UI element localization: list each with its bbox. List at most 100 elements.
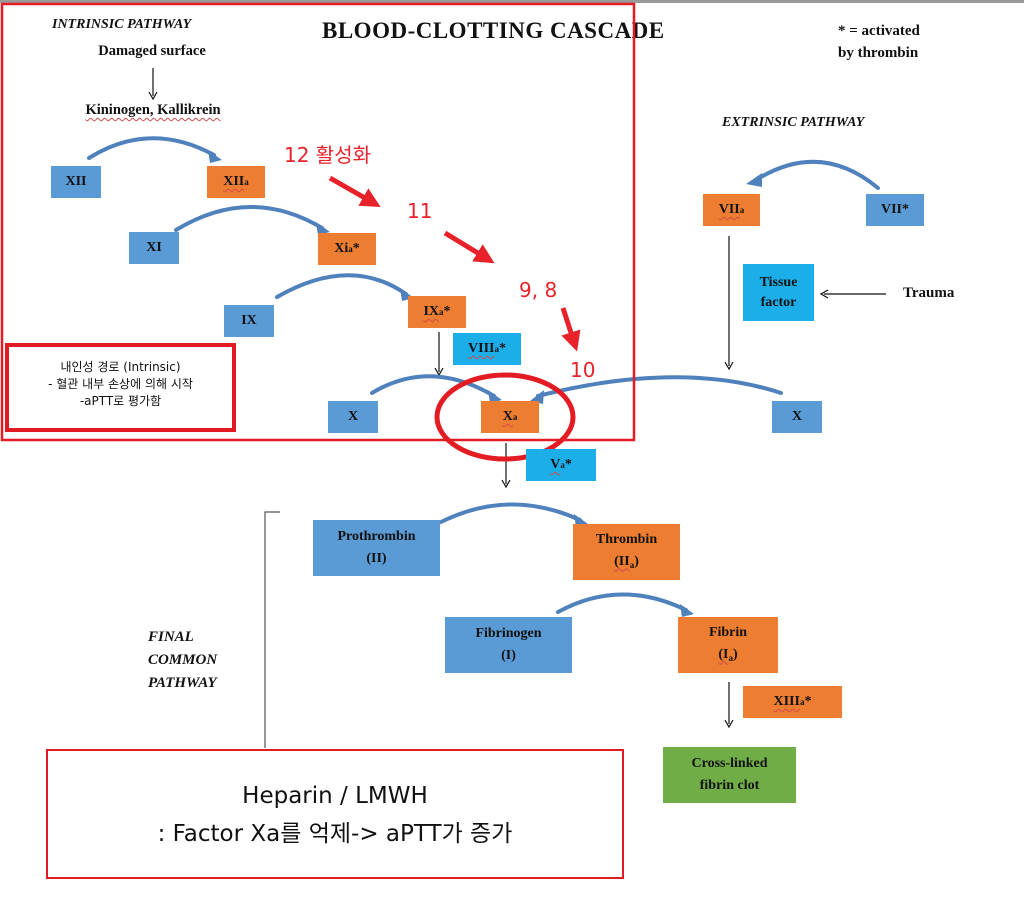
factor-ix-label: IX bbox=[241, 313, 257, 328]
factor-ixa-label: IX bbox=[423, 304, 440, 319]
clot-line-2: fibrin clot bbox=[699, 778, 760, 793]
factor-xii-box: XII bbox=[51, 166, 101, 198]
factor-ix-box: IX bbox=[224, 305, 274, 337]
subscript: a bbox=[799, 697, 805, 707]
note-line-3: -aPTT로 평가함 bbox=[79, 394, 162, 408]
curve-fibrinogen-to-fibrin bbox=[556, 592, 688, 614]
subscript: a bbox=[629, 559, 635, 570]
extrinsic-pathway-header: EXTRINSIC PATHWAY bbox=[722, 115, 865, 130]
kininogen-kallikrein-label: Kininogen, Kallikrein bbox=[85, 102, 221, 118]
factor-x-intrinsic-box: X bbox=[328, 401, 378, 433]
thrombin-code-main: (II bbox=[614, 553, 630, 569]
arrowhead-trauma bbox=[819, 289, 829, 299]
factor-viia-label: VII bbox=[718, 202, 740, 217]
subscript: a bbox=[439, 307, 444, 317]
factor-x-label: X bbox=[791, 409, 803, 424]
common-pathway-bracket bbox=[264, 511, 280, 748]
fibrinogen-code: (I) bbox=[501, 648, 516, 663]
trauma-label: Trauma bbox=[903, 285, 955, 301]
heparin-line-1: Heparin / LMWH bbox=[242, 783, 428, 809]
subscript: a bbox=[560, 460, 565, 470]
arrowhead-fibrin bbox=[724, 719, 734, 729]
header-line-1: FINAL bbox=[148, 629, 194, 645]
curve-vii-to-viia bbox=[754, 159, 880, 190]
curve-head-xiia bbox=[208, 150, 222, 163]
factor-va-label: V bbox=[550, 457, 561, 472]
prothrombin-box: Prothrombin (II) bbox=[313, 520, 440, 576]
tissue-factor-line-2: factor bbox=[760, 294, 797, 310]
factor-x-extrinsic-box: X bbox=[772, 401, 822, 433]
legend-line-2: by thrombin bbox=[838, 45, 919, 61]
curve-xii-to-xiia bbox=[87, 136, 216, 160]
red-arrow-12-to-11 bbox=[328, 175, 381, 207]
tissue-factor-line-1: Tissue bbox=[759, 274, 798, 290]
fibrin-label: Fibrin bbox=[708, 624, 748, 640]
paren: ) bbox=[732, 646, 738, 662]
red-arrow-98-to-10 bbox=[560, 307, 581, 352]
step-10-annotation: 10 bbox=[570, 358, 596, 382]
curve-head-viia bbox=[746, 173, 762, 187]
curve-head-xa-left bbox=[488, 390, 502, 403]
thrombin-label: Thrombin bbox=[595, 531, 658, 547]
factor-xiia-label: XII bbox=[223, 174, 245, 189]
heparin-note-box: Heparin / LMWH : Factor Xa를 억제-> aPTT가 증… bbox=[46, 749, 624, 879]
damaged-surface-label: Damaged surface bbox=[98, 43, 206, 59]
prothrombin-label: Prothrombin bbox=[337, 529, 416, 544]
curve-xi-to-xia bbox=[174, 205, 324, 232]
paren: ) bbox=[634, 553, 639, 569]
curve-x-to-xa-intrinsic bbox=[370, 374, 496, 398]
thrombin-box: Thrombin (IIa) bbox=[573, 524, 680, 580]
tissue-factor-box: Tissue factor bbox=[743, 264, 814, 321]
subscript: a bbox=[512, 412, 518, 422]
thrombin-star: * bbox=[498, 341, 506, 356]
factor-xia-label: Xi bbox=[334, 241, 349, 256]
subscript: a bbox=[494, 344, 499, 354]
fibrin-code-main: (I bbox=[718, 646, 729, 662]
note-line-2: - 혈관 내부 손상에 의해 시작 bbox=[48, 377, 193, 391]
curve-head-xia bbox=[316, 222, 330, 235]
factor-xii-label: XII bbox=[65, 174, 87, 189]
curve-head-fibrin bbox=[680, 604, 694, 617]
factor-xiiia-label: XIII bbox=[773, 694, 800, 709]
thrombin-star: * bbox=[443, 304, 451, 319]
diagram-title: BLOOD-CLOTTING CASCADE bbox=[322, 18, 665, 43]
thrombin-code: (IIa) bbox=[614, 551, 639, 576]
arrowhead-viia bbox=[724, 361, 734, 371]
curve-prothrombin-to-thrombin bbox=[439, 502, 582, 524]
top-border-line bbox=[0, 0, 1024, 3]
legend-note: * = activated by thrombin bbox=[838, 20, 920, 64]
arrowhead-surface bbox=[148, 91, 158, 101]
thrombin-star: * bbox=[804, 694, 812, 709]
step-12-annotation: 12 활성화 bbox=[284, 143, 372, 167]
thrombin-star: * bbox=[352, 241, 360, 256]
clot-line-1: Cross-linked bbox=[691, 756, 768, 771]
fibrin-clot-box: Cross-linked fibrin clot bbox=[663, 747, 796, 803]
factor-viiia-label: VIII bbox=[468, 341, 495, 356]
subscript: a bbox=[739, 205, 745, 215]
final-common-pathway-header: FINAL COMMON PATHWAY bbox=[148, 626, 217, 695]
factor-x-label: X bbox=[347, 409, 359, 424]
step-9-8-annotation: 9, 8 bbox=[519, 278, 558, 302]
curve-head-xa-right bbox=[530, 390, 544, 404]
factor-xi-box: XI bbox=[129, 232, 179, 264]
header-line-3: PATHWAY bbox=[148, 675, 217, 691]
curve-ix-to-ixa bbox=[275, 273, 408, 299]
fibrinogen-label: Fibrinogen bbox=[475, 626, 542, 641]
curve-head-thrombin bbox=[574, 514, 588, 527]
subscript: a bbox=[244, 177, 249, 187]
subscript: a bbox=[348, 244, 353, 254]
curve-x-to-xa-extrinsic bbox=[536, 375, 783, 398]
fibrin-box: Fibrin(Ia) bbox=[678, 617, 778, 673]
factor-vii-label: VII* bbox=[880, 202, 909, 217]
note-line-1: 내인성 경로 (Intrinsic) bbox=[60, 360, 181, 374]
prothrombin-code: (II) bbox=[366, 551, 387, 566]
red-arrow-11-to-98 bbox=[443, 230, 495, 264]
